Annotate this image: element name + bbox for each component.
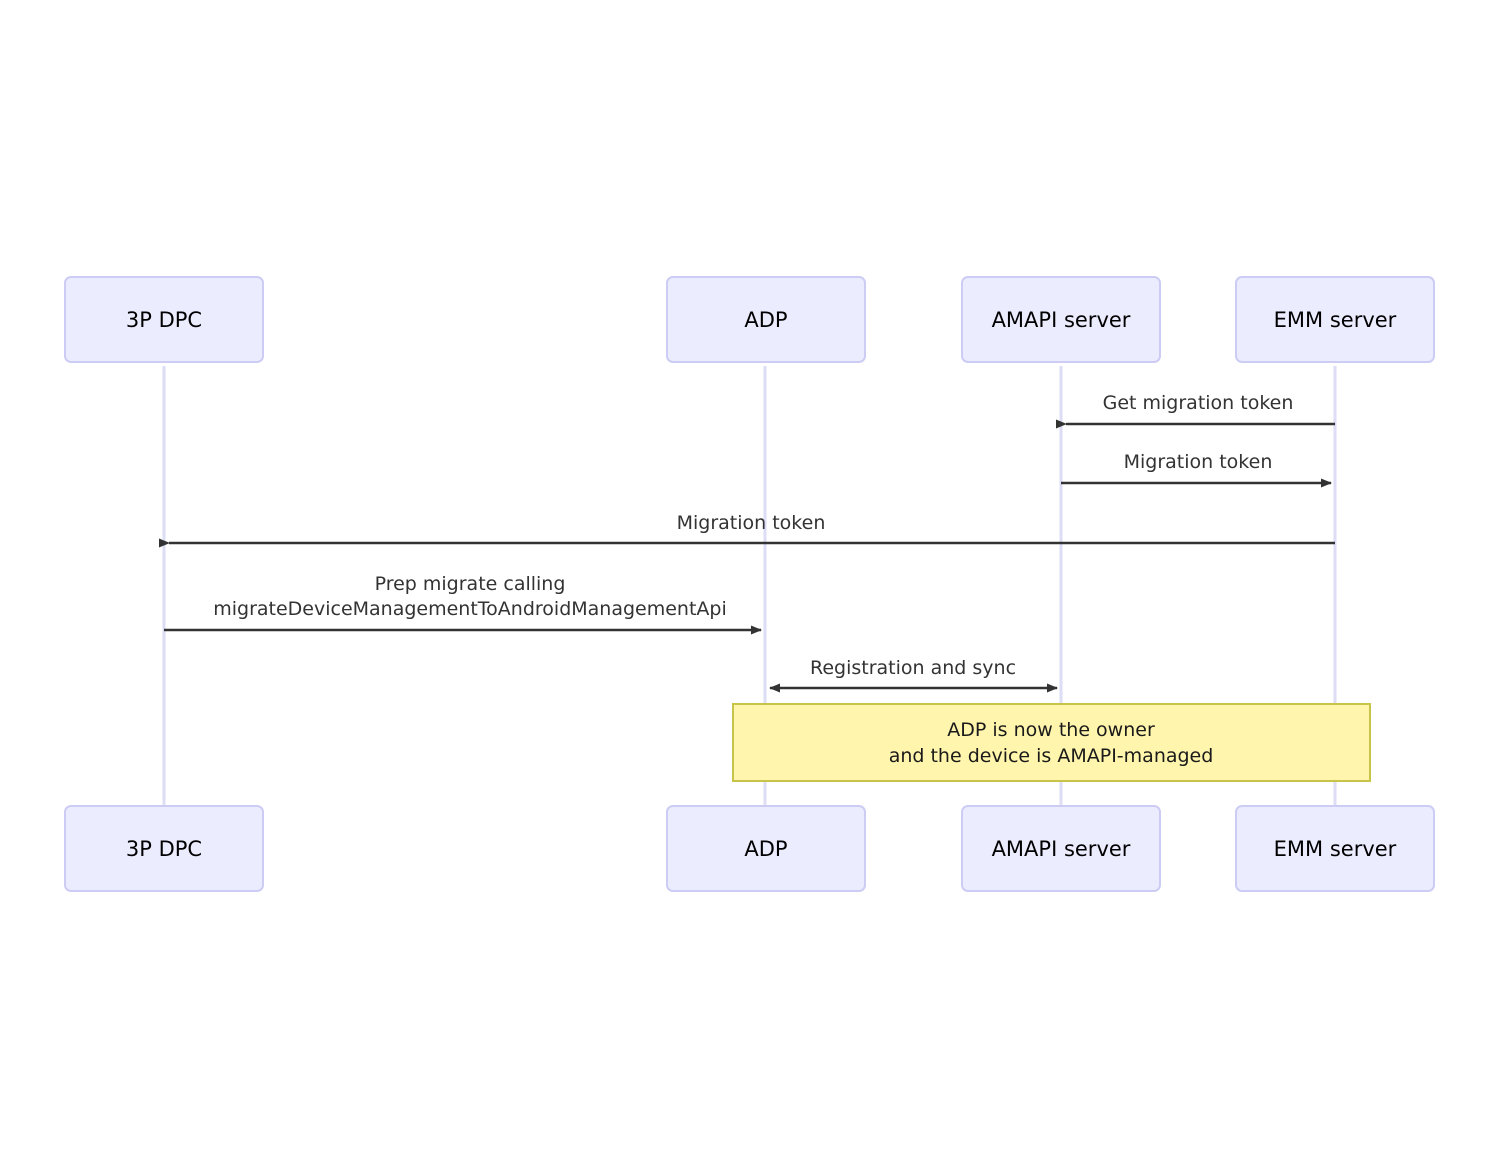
participant-label: ADP xyxy=(744,837,787,861)
participant-3p-dpc-top[interactable]: 3P DPC xyxy=(64,276,264,363)
participant-label: EMM server xyxy=(1274,308,1397,332)
message-get-migration-token[interactable]: Get migration token xyxy=(1056,392,1335,429)
note-text-line-2: and the device is AMAPI-managed xyxy=(889,745,1214,767)
participants-bottom: 3P DPC ADP AMAPI server EMM server xyxy=(64,805,1435,892)
message-label-line-2: migrateDeviceManagementToAndroidManageme… xyxy=(213,598,727,620)
message-prep-migrate[interactable]: Prep migrate calling migrateDeviceManage… xyxy=(164,573,762,635)
message-migration-token-emm-to-dpc[interactable]: Migration token xyxy=(159,512,1335,548)
note-box xyxy=(732,703,1371,782)
participant-label: ADP xyxy=(744,308,787,332)
message-label: Get migration token xyxy=(1103,392,1294,414)
participant-label: 3P DPC xyxy=(126,308,202,332)
participant-box[interactable] xyxy=(961,805,1161,892)
participant-emm-server-bottom[interactable]: EMM server xyxy=(1235,805,1435,892)
participant-amapi-server-top[interactable]: AMAPI server xyxy=(961,276,1161,363)
message-label: Registration and sync xyxy=(810,657,1016,679)
participant-box[interactable] xyxy=(961,276,1161,363)
participant-amapi-server-bottom[interactable]: AMAPI server xyxy=(961,805,1161,892)
participant-label: EMM server xyxy=(1274,837,1397,861)
note-text-line-1: ADP is now the owner xyxy=(947,719,1155,741)
message-label-line-1: Prep migrate calling xyxy=(375,573,566,595)
message-registration-and-sync[interactable]: Registration and sync xyxy=(769,657,1058,693)
note-adp-owner: ADP is now the owner and the device is A… xyxy=(732,703,1371,782)
participant-box[interactable] xyxy=(64,276,264,363)
message-migration-token-amapi-to-emm[interactable]: Migration token xyxy=(1061,451,1332,488)
participant-box[interactable] xyxy=(64,805,264,892)
participant-3p-dpc-bottom[interactable]: 3P DPC xyxy=(64,805,264,892)
participant-adp-bottom[interactable]: ADP xyxy=(666,805,866,892)
participant-box[interactable] xyxy=(666,805,866,892)
message-label: Migration token xyxy=(677,512,826,534)
message-label: Migration token xyxy=(1124,451,1273,473)
participant-label: AMAPI server xyxy=(992,308,1131,332)
participant-emm-server-top[interactable]: EMM server xyxy=(1235,276,1435,363)
messages: Get migration token Migration token Migr… xyxy=(159,392,1335,693)
participant-box[interactable] xyxy=(666,276,866,363)
participants-top: 3P DPC ADP AMAPI server EMM server xyxy=(64,276,1435,363)
participant-adp-top[interactable]: ADP xyxy=(666,276,866,363)
participant-box[interactable] xyxy=(1235,805,1435,892)
participant-box[interactable] xyxy=(1235,276,1435,363)
participant-label: AMAPI server xyxy=(992,837,1131,861)
participant-label: 3P DPC xyxy=(126,837,202,861)
